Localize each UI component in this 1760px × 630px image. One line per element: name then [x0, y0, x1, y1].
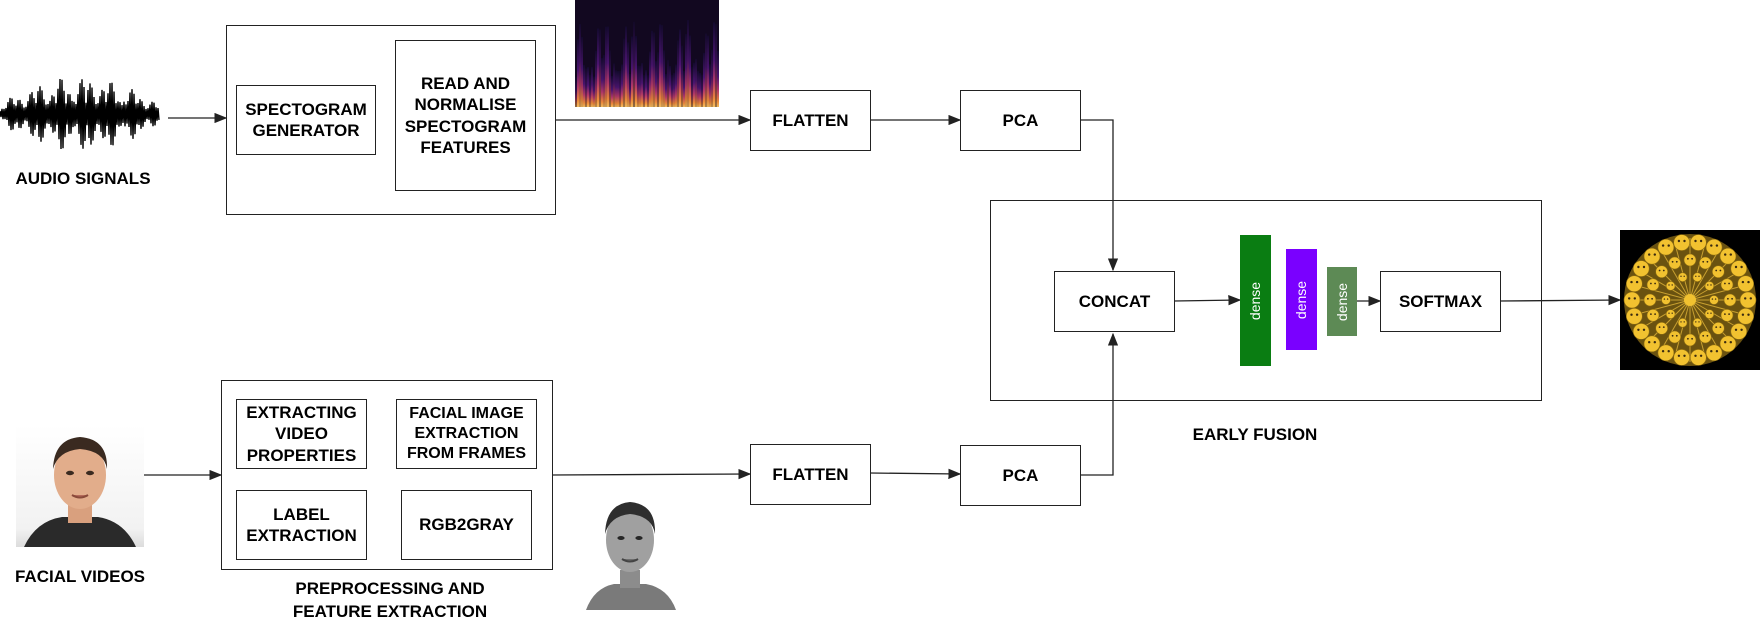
arrow-softmax-to-output [1499, 294, 1622, 306]
early-fusion-frame [990, 200, 1542, 401]
arrow-video-to-flatten [551, 468, 752, 480]
facial-image-extraction-box: FACIAL IMAGE EXTRACTION FROM FRAMES [396, 399, 537, 469]
spectrogram-image [575, 0, 719, 107]
audio-flatten-box: FLATTEN [750, 90, 871, 151]
early-fusion-label: EARLY FUSION [1192, 425, 1318, 444]
facial-videos-label: FACIAL VIDEOS [14, 567, 146, 586]
audio-waveform-image [0, 78, 160, 150]
concat-box: CONCAT [1054, 271, 1175, 332]
arrow-concat-to-dense [1173, 294, 1242, 306]
video-flatten-box: FLATTEN [750, 444, 871, 505]
dense-layer-3-label: dense [1334, 282, 1350, 321]
extracting-video-properties-box: EXTRACTING VIDEO PROPERTIES [236, 399, 367, 469]
read-normalise-box: READ AND NORMALISE SPECTOGRAM FEATURES [395, 40, 536, 191]
video-preprocessing-frame [221, 380, 553, 570]
dense-layer-2-label: dense [1293, 280, 1310, 319]
audio-preprocessing-frame [226, 25, 556, 215]
audio-pca-box: PCA [960, 90, 1081, 151]
preprocessing-label: PREPROCESSING AND FEATURE EXTRACTION [292, 579, 488, 621]
dense-layer-3: dense [1327, 267, 1357, 336]
label-extraction-box: LABEL EXTRACTION [236, 490, 367, 560]
facial-video-image [16, 425, 144, 547]
spectogram-generator-box: SPECTOGRAM GENERATOR [236, 85, 376, 155]
dense-layer-2: dense [1286, 249, 1317, 350]
grayscale-face-image [580, 488, 680, 610]
audio-signals-label: AUDIO SIGNALS [15, 169, 151, 188]
arrow-flatten-to-pca-video [869, 468, 962, 480]
rgb2gray-box: RGB2GRAY [401, 490, 532, 560]
emotion-wheel-image [1620, 230, 1760, 370]
dense-layer-1-label: dense [1247, 281, 1264, 320]
arrow-pca-to-concat-top [1080, 119, 1119, 272]
video-pca-box: PCA [960, 445, 1081, 506]
arrow-pca-to-concat-bottom [1080, 332, 1119, 476]
dense-layer-1: dense [1240, 235, 1271, 366]
softmax-box: SOFTMAX [1380, 271, 1501, 332]
